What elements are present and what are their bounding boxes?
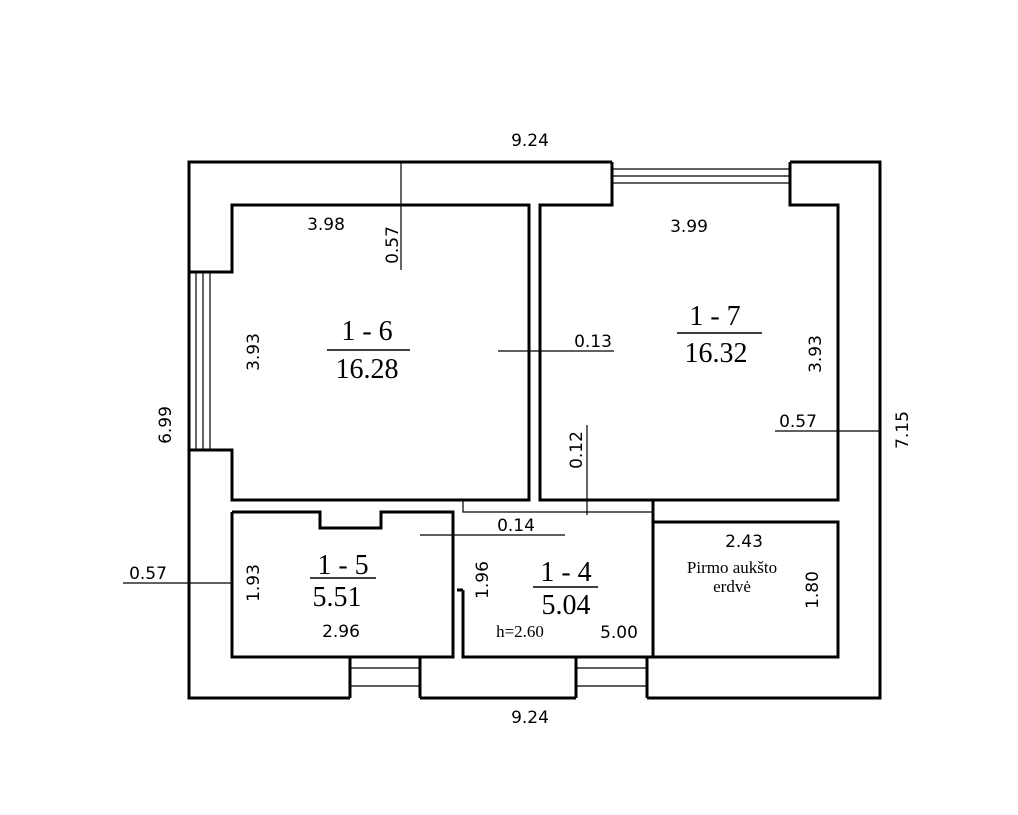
room-1-4-height: 1.96 xyxy=(473,561,493,599)
room-1-7-area: 16.32 xyxy=(685,338,748,369)
room-1-7-id: 1 - 7 xyxy=(689,301,740,332)
dim-wall-top: 0.57 xyxy=(383,226,403,264)
window-left xyxy=(195,272,211,450)
hall-name-line2: erdvė xyxy=(713,577,751,596)
room-1-7-height: 3.93 xyxy=(806,335,826,373)
room-1-6-height: 3.93 xyxy=(244,333,264,371)
room-1-5-height: 1.93 xyxy=(244,564,264,602)
hall-width: 2.43 xyxy=(725,532,763,552)
room-1-7-outline xyxy=(538,162,840,502)
room-1-6-id: 1 - 6 xyxy=(341,316,392,347)
dim-partition-2: 0.12 xyxy=(567,431,587,469)
room-1-6-width: 3.98 xyxy=(307,215,345,235)
dim-left-height: 6.99 xyxy=(156,406,176,444)
outer-walls xyxy=(187,160,882,700)
dim-wall-left: 0.57 xyxy=(129,564,167,584)
dim-right-height: 7.15 xyxy=(893,411,913,449)
dim-partition-1: 0.13 xyxy=(574,332,612,352)
room-1-4-ceiling: h=2.60 xyxy=(496,622,544,641)
dim-partition-3: 0.14 xyxy=(497,516,535,536)
room-hall-outline xyxy=(651,500,840,659)
room-1-5-width: 2.96 xyxy=(322,622,360,642)
hall-name-line1: Pirmo aukšto xyxy=(687,558,777,577)
dim-top-width: 9.24 xyxy=(511,131,549,151)
hall-height: 1.80 xyxy=(803,571,823,609)
door-1-4 xyxy=(462,500,654,513)
room-1-6-area: 16.28 xyxy=(336,354,399,385)
room-1-5-id: 1 - 5 xyxy=(317,550,368,581)
entrance-steps xyxy=(348,657,649,698)
dimension-lines xyxy=(123,162,880,584)
room-1-4-width: 5.00 xyxy=(600,623,638,643)
dim-wall-right: 0.57 xyxy=(779,412,817,432)
room-1-5-area: 5.51 xyxy=(313,582,362,613)
window-top xyxy=(612,168,790,184)
room-1-4-id: 1 - 4 xyxy=(540,557,591,588)
room-1-7-width: 3.99 xyxy=(670,217,708,237)
room-1-4-outline xyxy=(461,590,653,659)
room-1-4-area: 5.04 xyxy=(542,590,591,621)
room-1-5-outline xyxy=(230,510,455,659)
dim-bottom-width: 9.24 xyxy=(511,708,549,728)
